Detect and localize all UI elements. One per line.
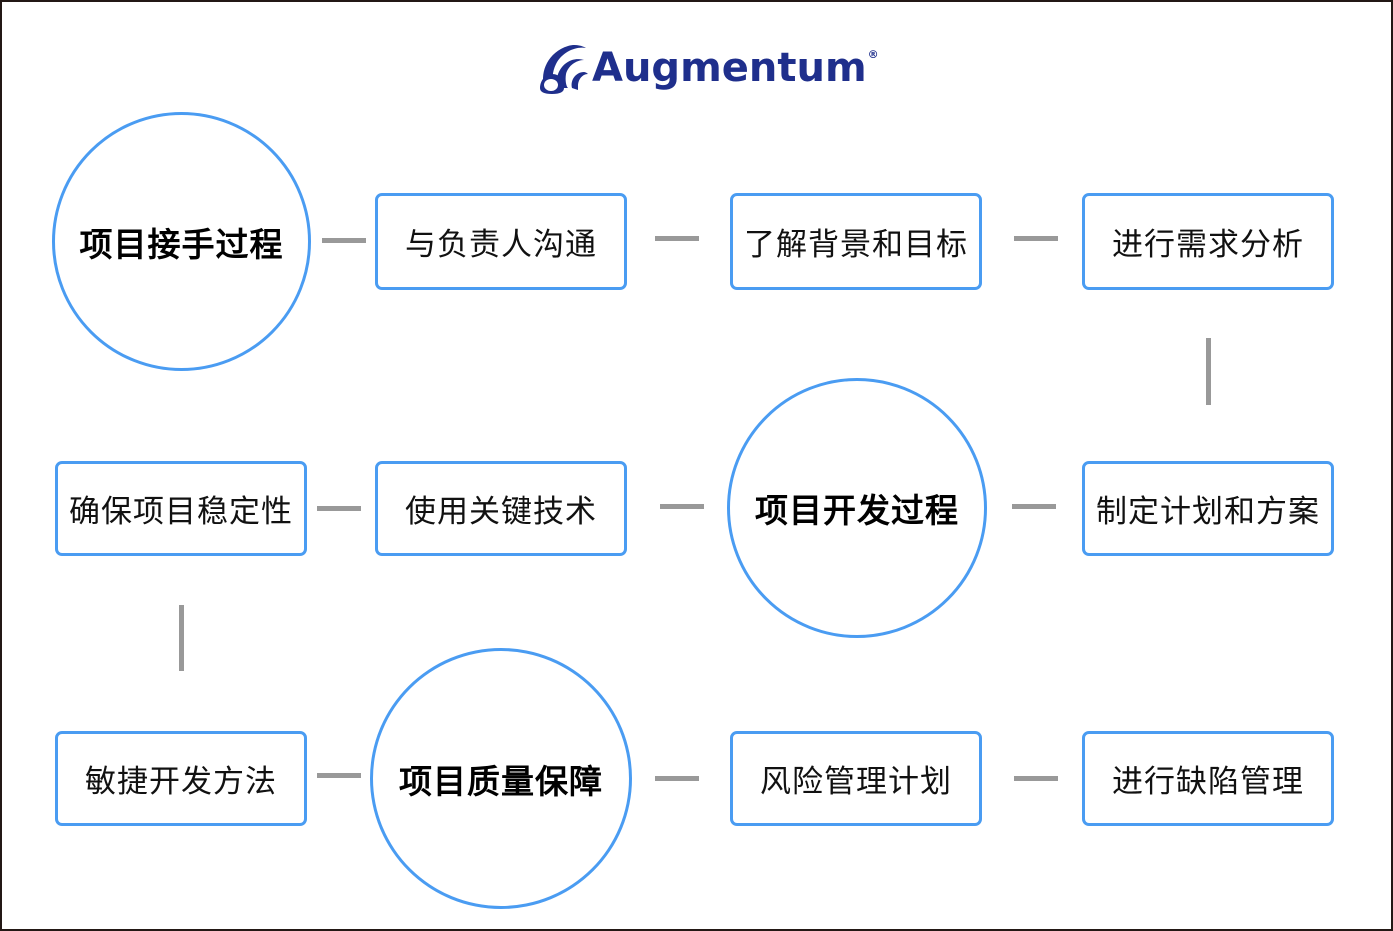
node-understand-background: 了解背景和目标 (730, 193, 982, 290)
connector (317, 773, 361, 778)
node-ensure-stability: 确保项目稳定性 (55, 461, 307, 556)
node-agile-method: 敏捷开发方法 (55, 731, 307, 826)
connector (1014, 236, 1058, 241)
logo-wordmark: Augmentum (592, 45, 867, 91)
connector-vertical (179, 605, 184, 671)
node-risk-management: 风险管理计划 (730, 731, 982, 826)
connector (322, 238, 366, 243)
augmentum-logo: Augmentum ® (538, 40, 879, 96)
hub-project-handover: 项目接手过程 (52, 112, 311, 371)
augmentum-swirl-icon (540, 45, 588, 94)
connector (317, 506, 361, 511)
connector (1012, 504, 1056, 509)
connector (1014, 776, 1058, 781)
node-requirements-analysis: 进行需求分析 (1082, 193, 1334, 290)
hub-quality-assurance: 项目质量保障 (370, 648, 632, 909)
registered-mark: ® (867, 47, 879, 61)
node-communicate-with-lead: 与负责人沟通 (375, 193, 627, 290)
hub-project-development: 项目开发过程 (727, 378, 987, 638)
connector (655, 236, 699, 241)
connector-vertical (1206, 338, 1211, 405)
connector (660, 504, 704, 509)
node-make-plan: 制定计划和方案 (1082, 461, 1334, 556)
node-key-technology: 使用关键技术 (375, 461, 627, 556)
node-defect-management: 进行缺陷管理 (1082, 731, 1334, 826)
connector (655, 776, 699, 781)
